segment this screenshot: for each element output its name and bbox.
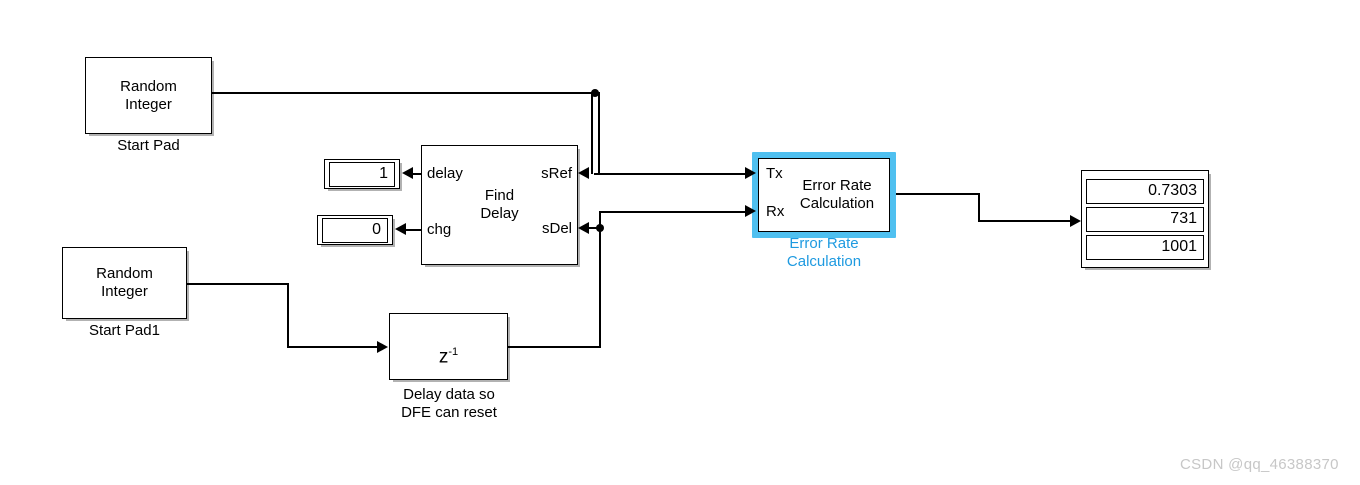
block-find-delay-text: Find Delay [480,187,519,222]
port-label-rx: Rx [766,203,785,220]
wire-startpad1-right [187,283,289,285]
wire-errorrate-out-right [896,193,980,195]
block-start-pad-caption: Start Pad [117,137,180,154]
arrow-delay-display [402,167,413,179]
unit-delay-exponent: -1 [448,346,459,359]
wire-junction-to-sdel [589,227,603,229]
wire-startpad1-down [287,283,289,347]
block-start-pad1-text: Random Integer [96,265,153,300]
junction-startpad [591,89,599,97]
display-error-rate[interactable]: 0.7303 731 1001 [1081,170,1209,268]
display-delay[interactable]: 1 [324,159,400,189]
watermark-text: CSDN @qq_46388370 [1180,456,1339,473]
display-error-rate-value-2: 1001 [1086,234,1204,260]
block-error-rate-text: Error Rate Calculation [799,177,875,212]
display-error-rate-value-0: 0.7303 [1086,178,1204,204]
wire-delay-to-display [413,173,422,175]
unit-delay-base: z [438,346,449,368]
display-delay-value: 1 [329,161,395,187]
block-start-pad[interactable]: Random Integer [85,57,212,134]
arrow-unitdelay-input [377,341,388,353]
wire-into-sref [594,173,754,175]
wire-junction-down-b [598,92,600,174]
arrow-chg-display [395,223,406,235]
wire-junction-down-to-unitdelay [599,227,601,348]
port-label-sdel: sDel [541,220,572,237]
block-start-pad1[interactable]: Random Integer [62,247,187,319]
wire-errorrate-out-down [978,193,980,221]
display-error-rate-value-1: 731 [1086,206,1204,232]
display-chg[interactable]: 0 [317,215,393,245]
arrow-tx-input [745,167,756,179]
port-label-sref: sRef [541,165,572,182]
block-find-delay[interactable]: Find Delay [421,145,578,265]
block-error-rate[interactable]: Error Rate Calculation [758,158,890,232]
block-start-pad-text: Random Integer [120,77,177,113]
wire-junction-down-a [591,92,593,174]
wire-startpad-to-junction [212,92,596,94]
display-chg-value: 0 [322,217,388,243]
wire-junction-up-to-rx [599,212,601,230]
wire-errorrate-to-display [978,220,1070,222]
arrow-sref-input [578,167,589,179]
wire-to-rx [599,211,754,213]
port-label-chg: chg [427,221,452,238]
port-label-tx: Tx [766,165,783,182]
block-start-pad1-caption: Start Pad1 [89,322,160,339]
block-unit-delay-caption: Delay data so DFE can reset [401,386,497,421]
block-unit-delay[interactable]: z-1 [389,313,508,380]
arrow-rx-input [745,205,756,217]
arrow-sdel-input [578,222,589,234]
block-unit-delay-text: z-1 [439,324,458,369]
wire-unitdelay-out [508,346,601,348]
block-error-rate-caption: Error Rate Calculation [786,235,862,270]
wire-chg-to-display [406,229,422,231]
arrow-errorrate-display-input [1070,215,1081,227]
wire-startpad1-to-unitdelay [287,346,377,348]
port-label-delay: delay [427,165,463,182]
